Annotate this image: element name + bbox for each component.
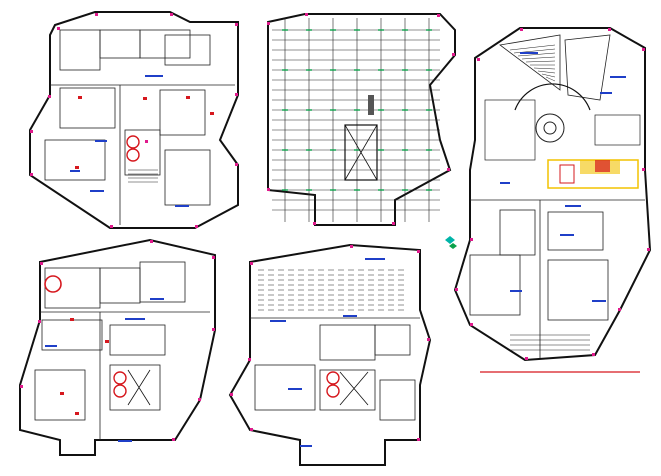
seat-row — [545, 76, 556, 82]
floor-plan-1 — [29, 11, 239, 229]
floor-plan-3 — [445, 27, 652, 373]
seat-row — [541, 73, 556, 78]
seat-row — [509, 44, 556, 51]
floor-plan-4 — [19, 238, 216, 456]
seat-row — [525, 60, 556, 63]
seat-row — [533, 67, 556, 70]
seat-row — [521, 56, 556, 60]
seat-row — [537, 70, 556, 74]
floor-plan-2 — [267, 13, 456, 226]
seat-row — [517, 52, 556, 57]
floor-plan-5 — [228, 243, 432, 466]
